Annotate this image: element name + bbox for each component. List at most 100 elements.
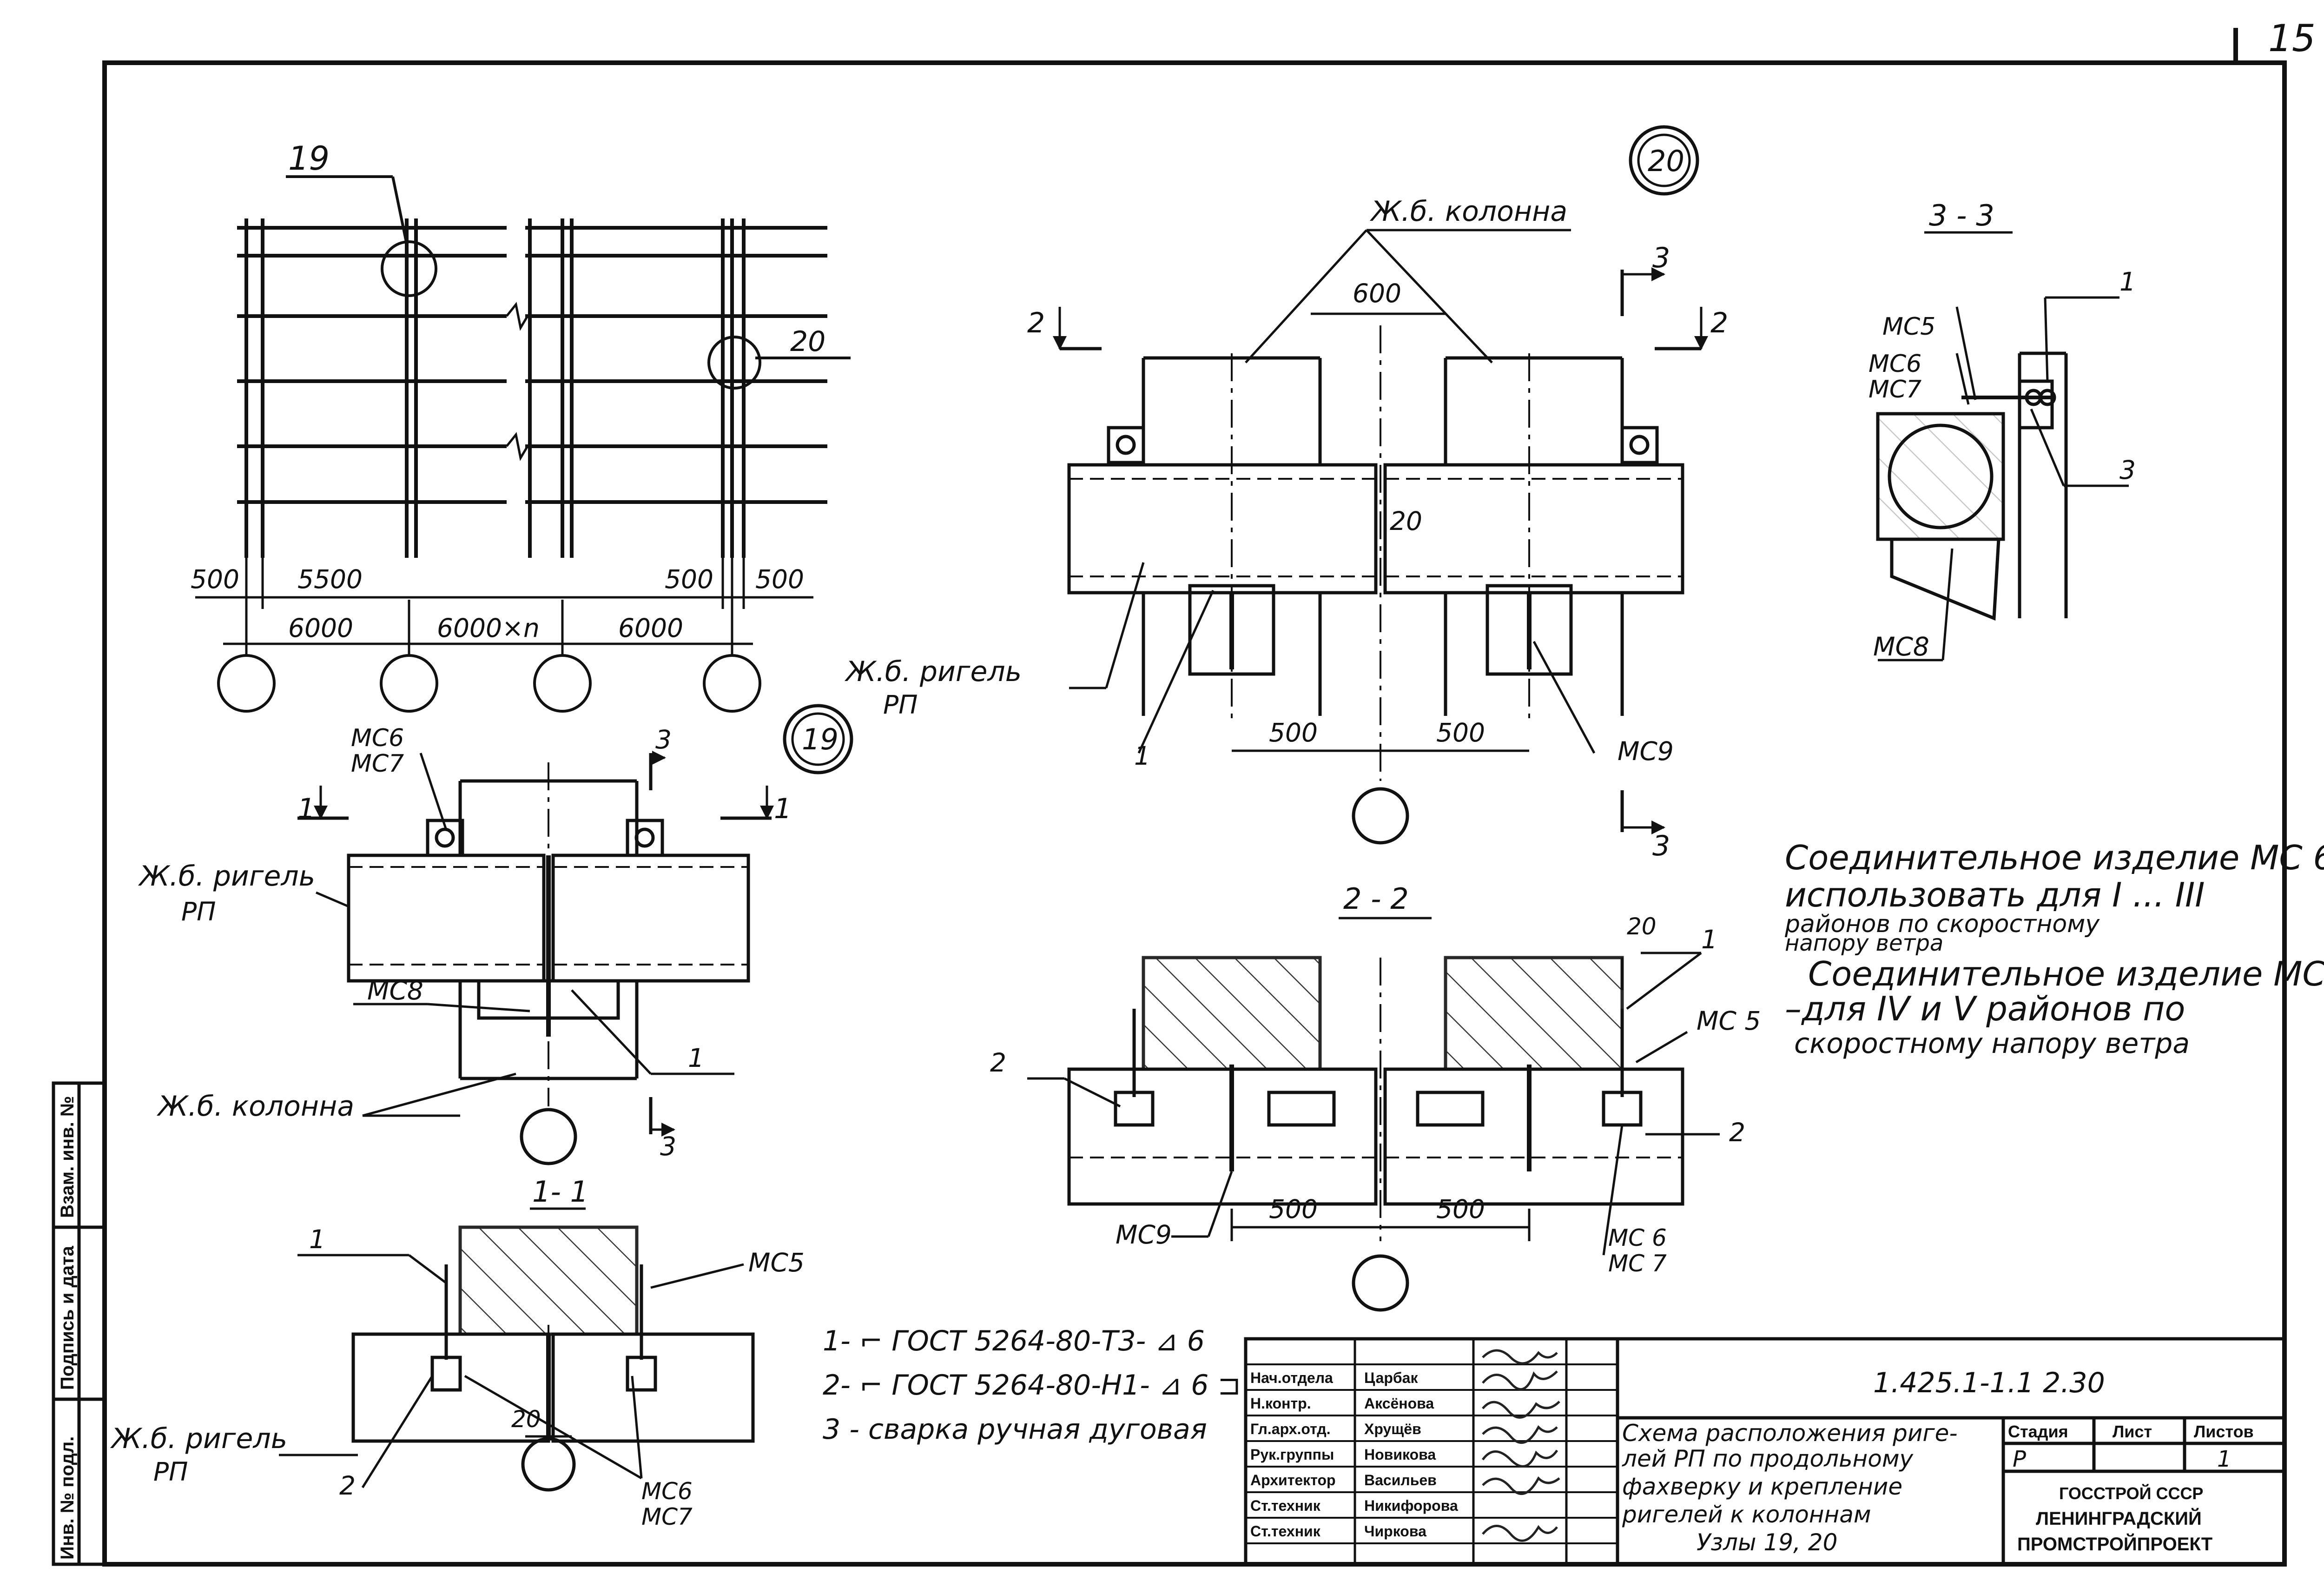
tb-stage-value: Р bbox=[2013, 1446, 2026, 1472]
tb-role-5: Архитектор bbox=[1250, 1472, 1336, 1488]
node-20-gap-20: 20 bbox=[1390, 506, 1422, 536]
node-19-pos-1: 1 bbox=[688, 1043, 704, 1073]
strip-replace-label: Взам. инв. № bbox=[57, 1096, 78, 1218]
tb-name-3: Хрущёв bbox=[1364, 1421, 1421, 1437]
section-3-3-mc8: МС8 bbox=[1873, 632, 1929, 661]
tb-name-7: Чиркова bbox=[1364, 1523, 1426, 1540]
tb-role-7: Ст.техник bbox=[1250, 1523, 1321, 1540]
tb-name-6: Никифорова bbox=[1364, 1497, 1458, 1514]
strip-signature-label: Подпись и дата bbox=[57, 1245, 78, 1390]
section-2-2-mc9: МС9 bbox=[1116, 1220, 1172, 1250]
plan-grid bbox=[195, 175, 851, 713]
title-block bbox=[1244, 1337, 2286, 1566]
node-19-callout: 19 bbox=[802, 722, 838, 756]
node-20-dim-500-b: 500 bbox=[1436, 718, 1485, 747]
tb-sheets-value: 1 bbox=[2217, 1446, 2232, 1472]
section-1-1-mc6: МС6 bbox=[641, 1478, 693, 1505]
tb-org-line-1: ГОССТРОЙ СССР bbox=[2059, 1483, 2203, 1503]
note-line-5: Соединительное изделие МС 7– bbox=[1808, 954, 2324, 993]
node-20-beam-sub: РП bbox=[883, 690, 918, 720]
tb-title-line-4: ригелей к колоннам bbox=[1622, 1501, 1871, 1528]
section-2-2-mc6: МС 6 bbox=[1608, 1224, 1667, 1251]
section-2-2-mc5: МС 5 bbox=[1697, 1006, 1761, 1036]
node-20-drawing bbox=[1053, 125, 1708, 845]
section-2-2-pos-2-right: 2 bbox=[1729, 1118, 1745, 1147]
section-1-1-pos-2: 2 bbox=[339, 1471, 356, 1501]
section-1-1-title: 1- 1 bbox=[532, 1175, 588, 1209]
strip-inv-label: Инв. № подл. bbox=[57, 1436, 78, 1560]
section-3-3-title: 3 - 3 bbox=[1929, 198, 1994, 232]
node-20-section-2-right: 2 bbox=[1710, 307, 1728, 339]
tb-name-4: Новикова bbox=[1364, 1446, 1436, 1463]
sheet-number: 15 bbox=[2268, 17, 2316, 60]
plan-node-19-label: 19 bbox=[288, 139, 330, 178]
section-1-1-mc5: МС5 bbox=[748, 1248, 805, 1277]
section-3-3-mc6: МС6 bbox=[1868, 350, 1921, 378]
section-2-2-mc7: МС 7 bbox=[1608, 1250, 1667, 1277]
node-19-beam-label: Ж.б. ригель bbox=[138, 860, 315, 893]
node-19-section-3-bottom: 3 bbox=[660, 1131, 676, 1161]
tb-title-line-1: Схема расположения риге- bbox=[1622, 1420, 1957, 1447]
node-19-drawing bbox=[297, 704, 853, 1165]
note-line-2: использовать для I ... III bbox=[1785, 875, 2205, 914]
note-line-3: районов по скоростному bbox=[1784, 910, 2100, 938]
node-20-dim-500-a: 500 bbox=[1269, 718, 1318, 747]
section-3-3-pos-1: 1 bbox=[2119, 267, 2136, 297]
plan-dim-6000-right: 6000 bbox=[618, 613, 683, 643]
tb-org-line-3: ПРОМСТРОЙПРОЕКТ bbox=[2017, 1533, 2212, 1554]
section-2-2-title: 2 - 2 bbox=[1343, 882, 1409, 916]
section-3-3-drawing bbox=[1876, 231, 2129, 661]
section-1-1-beam-label: Ж.б. ригель bbox=[110, 1422, 287, 1455]
section-2-2-dim-500-a: 500 bbox=[1269, 1194, 1318, 1224]
note-line-4: напору ветра bbox=[1785, 930, 1943, 956]
node-20-callout: 20 bbox=[1648, 144, 1684, 178]
section-1-1-pos-1: 1 bbox=[309, 1224, 325, 1254]
plan-dim-500-right: 500 bbox=[755, 564, 804, 594]
left-stamp-strip bbox=[52, 1081, 106, 1566]
section-3-3-mc5: МС5 bbox=[1882, 313, 1935, 341]
sheet-frame bbox=[102, 28, 2287, 1567]
tb-stage-header: Стадия bbox=[2008, 1422, 2068, 1441]
note-line-6: –для IV и V районов по bbox=[1785, 989, 2185, 1028]
plan-dim-6000n: 6000×n bbox=[437, 613, 540, 643]
tb-doc-code: 1.425.1-1.1 2.30 bbox=[1873, 1367, 2105, 1399]
node-19-section-1-left: 1 bbox=[297, 793, 315, 825]
tb-role-1: Нач.отдела bbox=[1250, 1369, 1333, 1386]
section-1-1-mc7: МС7 bbox=[641, 1503, 693, 1530]
node-19-section-3: 3 bbox=[655, 725, 672, 754]
section-1-1-gap-20: 20 bbox=[511, 1406, 541, 1433]
node-19-beam-sub: РП bbox=[181, 897, 216, 926]
section-1-1-beam-sub: РП bbox=[153, 1457, 188, 1487]
weld-legend: 1- ⌐ ГОСТ 5264-80-Т3- ⊿ 6 2- ⌐ ГОСТ 5264… bbox=[823, 1325, 1241, 1446]
tb-role-3: Гл.арх.отд. bbox=[1250, 1421, 1331, 1437]
plan-node-20-label: 20 bbox=[790, 325, 825, 358]
section-3-3-pos-3: 3 bbox=[2119, 455, 2136, 485]
tb-name-5: Васильев bbox=[1364, 1472, 1437, 1488]
node-19-mc7: МС7 bbox=[351, 750, 404, 778]
plan-dim-500-mid: 500 bbox=[665, 564, 713, 594]
node-19-mc8: МС8 bbox=[367, 976, 423, 1005]
node-20-beam-label: Ж.б. ригель bbox=[844, 655, 1022, 688]
plan-dim-5500: 5500 bbox=[297, 564, 363, 594]
general-notes: Соединительное изделие МС 6 использовать… bbox=[1784, 838, 2324, 1060]
node-20-section-3-top: 3 bbox=[1652, 242, 1670, 274]
tb-sheets-header: Листов bbox=[2194, 1422, 2254, 1441]
tb-title-line-3: фахверку и крепление bbox=[1622, 1473, 1902, 1500]
section-2-2-drawing bbox=[1027, 917, 1720, 1312]
tb-name-1: Царбак bbox=[1364, 1369, 1418, 1386]
plan-dim-500-left: 500 bbox=[191, 564, 239, 594]
weld-line-2: 2- ⌐ ГОСТ 5264-80-Н1- ⊿ 6 ⊐ bbox=[823, 1369, 1241, 1402]
note-line-7: скоростному напору ветра bbox=[1794, 1027, 2190, 1060]
weld-line-3: 3 - сварка ручная дуговая bbox=[823, 1413, 1207, 1446]
section-2-2-gap-20: 20 bbox=[1627, 913, 1657, 940]
tb-title-line-2: лей РП по продольному bbox=[1622, 1445, 1914, 1472]
section-1-1-drawing bbox=[279, 1207, 755, 1492]
section-2-2-pos-1: 1 bbox=[1701, 925, 1717, 954]
weld-line-1: 1- ⌐ ГОСТ 5264-80-Т3- ⊿ 6 bbox=[823, 1325, 1205, 1357]
node-19-column-label: Ж.б. колонна bbox=[156, 1090, 354, 1123]
node-20-pos-1: 1 bbox=[1134, 741, 1150, 771]
section-2-2-pos-2-left: 2 bbox=[990, 1048, 1006, 1078]
tb-title-line-5: Узлы 19, 20 bbox=[1697, 1529, 1837, 1556]
